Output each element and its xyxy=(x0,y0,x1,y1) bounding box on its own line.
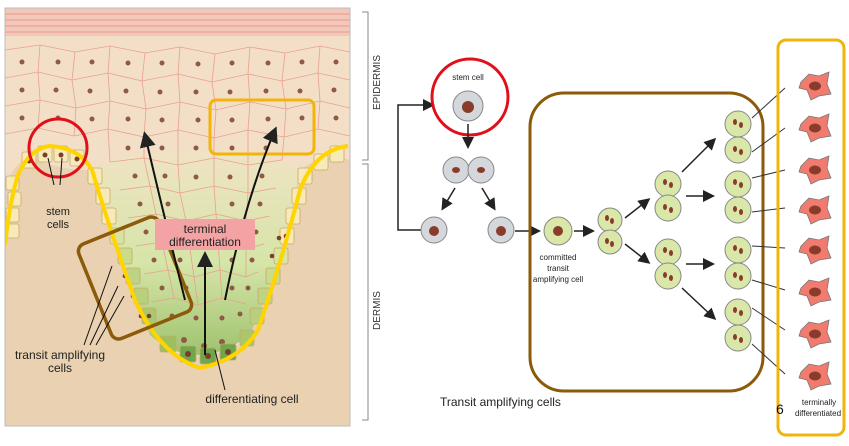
transit-amplifying-label-line2: cells xyxy=(48,361,72,375)
differentiated-cells xyxy=(798,71,832,391)
left-panel-frame xyxy=(4,7,351,427)
epidermis-label: EPIDERMIS xyxy=(372,55,383,110)
skin-cross-section xyxy=(5,8,350,426)
stem-cell-red-circle xyxy=(430,57,510,137)
left-arrows xyxy=(47,126,278,391)
terminally-differentiated-label-line2: differentiated xyxy=(795,409,841,418)
stem-cells-label-line2: cells xyxy=(47,219,70,231)
gen2-lower-branch xyxy=(681,287,717,321)
terminally-differentiated-label-line1: terminally xyxy=(802,398,836,407)
division-left-arrow xyxy=(441,187,456,211)
transit-amplifying-label-line1: transit amplifying xyxy=(15,348,105,362)
differentiation-lines xyxy=(751,87,786,375)
committed-label-line1: committed xyxy=(540,253,577,262)
committed-transit-cell xyxy=(543,216,573,246)
branch-down-arrow xyxy=(624,243,651,264)
terminal-differentiation-label-line1: terminal xyxy=(184,222,227,236)
stem-cells-label-line1: stem xyxy=(46,206,70,218)
stratum-corneum xyxy=(5,8,350,36)
branch-up-arrow xyxy=(624,198,651,219)
transit-amplifying-caption: Transit amplifying cells xyxy=(440,395,561,409)
dermis-label: DERMIS xyxy=(372,291,383,330)
transit-gen3-3 xyxy=(724,236,752,290)
division-right-arrow xyxy=(481,187,496,211)
dermis-region xyxy=(5,157,350,426)
page-number: 6 xyxy=(776,401,784,417)
transit-amplifying-box xyxy=(528,91,765,393)
terminal-differentiation-label-bg xyxy=(155,219,255,250)
terminally-differentiated-box xyxy=(776,38,846,437)
transit-division-2-lower xyxy=(654,238,682,290)
transit-division-1 xyxy=(597,207,623,255)
gen2-upper-branch xyxy=(681,137,717,173)
transit-gen3-1 xyxy=(724,110,752,164)
self-renewal-arrow xyxy=(397,99,435,231)
daughter-cell-right xyxy=(487,216,515,244)
differentiating-cell-label: differentiating cell xyxy=(205,392,298,406)
transit-gen3-4 xyxy=(724,298,752,352)
nuclei xyxy=(19,59,339,349)
daughter-cell-left xyxy=(420,216,448,244)
transit-division-2-upper xyxy=(654,170,682,222)
stem-cell-label: stem cell xyxy=(452,73,484,82)
transit-gen3-2 xyxy=(724,170,752,224)
terminal-differentiation-label-line2: differentiation xyxy=(169,235,241,249)
stem-cell-highlight-circle xyxy=(27,117,89,179)
committed-label-line3: amplifying cell xyxy=(533,275,583,284)
layer-brackets xyxy=(362,11,369,421)
dividing-stem-cell xyxy=(442,156,495,184)
committed-label-line2: transit xyxy=(547,264,570,273)
stem-cell-nucleus xyxy=(462,101,474,113)
differentiated-zone-highlight-box xyxy=(208,98,316,156)
